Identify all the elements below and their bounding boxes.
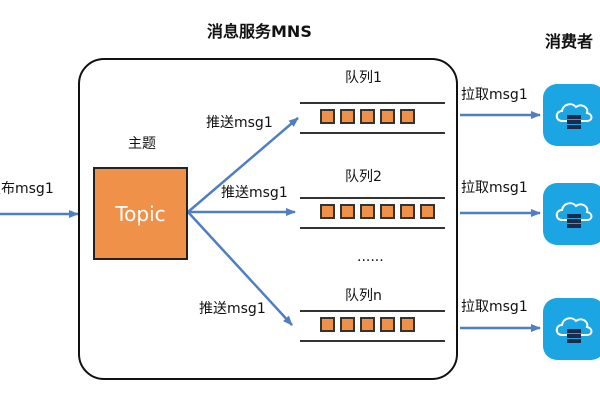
push-arrow-1 — [187, 117, 299, 213]
message-cell — [340, 109, 355, 124]
message-cell — [320, 317, 335, 332]
message-cell — [400, 109, 415, 124]
message-cell — [360, 109, 375, 124]
message-cell — [340, 204, 355, 219]
message-cell — [320, 204, 335, 219]
push-arrow-3 — [187, 211, 293, 326]
queue-ellipsis: ...... — [357, 249, 384, 265]
cloud-server-icon — [555, 202, 593, 228]
consumer-3 — [543, 298, 600, 360]
pull-label-3: 拉取msg1 — [461, 299, 528, 315]
diagram-title: 消息服务MNS — [207, 22, 312, 41]
mns-service-boundary — [78, 58, 458, 380]
cloud-server-icon — [555, 317, 593, 343]
message-cell — [400, 317, 415, 332]
consumer-2 — [543, 183, 600, 245]
message-cell — [360, 204, 375, 219]
queue-label-2: 队列2 — [345, 169, 382, 185]
push-label-1: 推送msg1 — [206, 115, 273, 131]
message-cell — [340, 317, 355, 332]
message-cell — [380, 204, 395, 219]
topic-label: Topic — [115, 201, 166, 226]
cloud-server-icon — [555, 103, 593, 129]
queue-2 — [300, 197, 445, 229]
queue-1 — [300, 102, 445, 134]
push-label-2: 推送msg1 — [221, 185, 288, 201]
message-cell — [320, 109, 335, 124]
message-cell — [380, 317, 395, 332]
message-cell — [400, 204, 415, 219]
consumers-title: 消费者 — [545, 32, 594, 51]
queue-label-n: 队列n — [345, 288, 382, 304]
message-cell — [360, 317, 375, 332]
pull-label-1: 拉取msg1 — [461, 87, 528, 103]
queue-label-1: 队列1 — [345, 70, 382, 86]
pull-label-2: 拉取msg1 — [461, 180, 528, 196]
message-cell — [420, 204, 435, 219]
topic-caption: 主题 — [128, 136, 156, 152]
message-cell — [380, 109, 395, 124]
push-label-3: 推送msg1 — [199, 301, 266, 317]
consumer-1 — [543, 84, 600, 146]
queue-n — [300, 310, 445, 342]
publish-label: 发布msg1 — [0, 181, 54, 197]
topic-box: Topic — [93, 167, 188, 260]
